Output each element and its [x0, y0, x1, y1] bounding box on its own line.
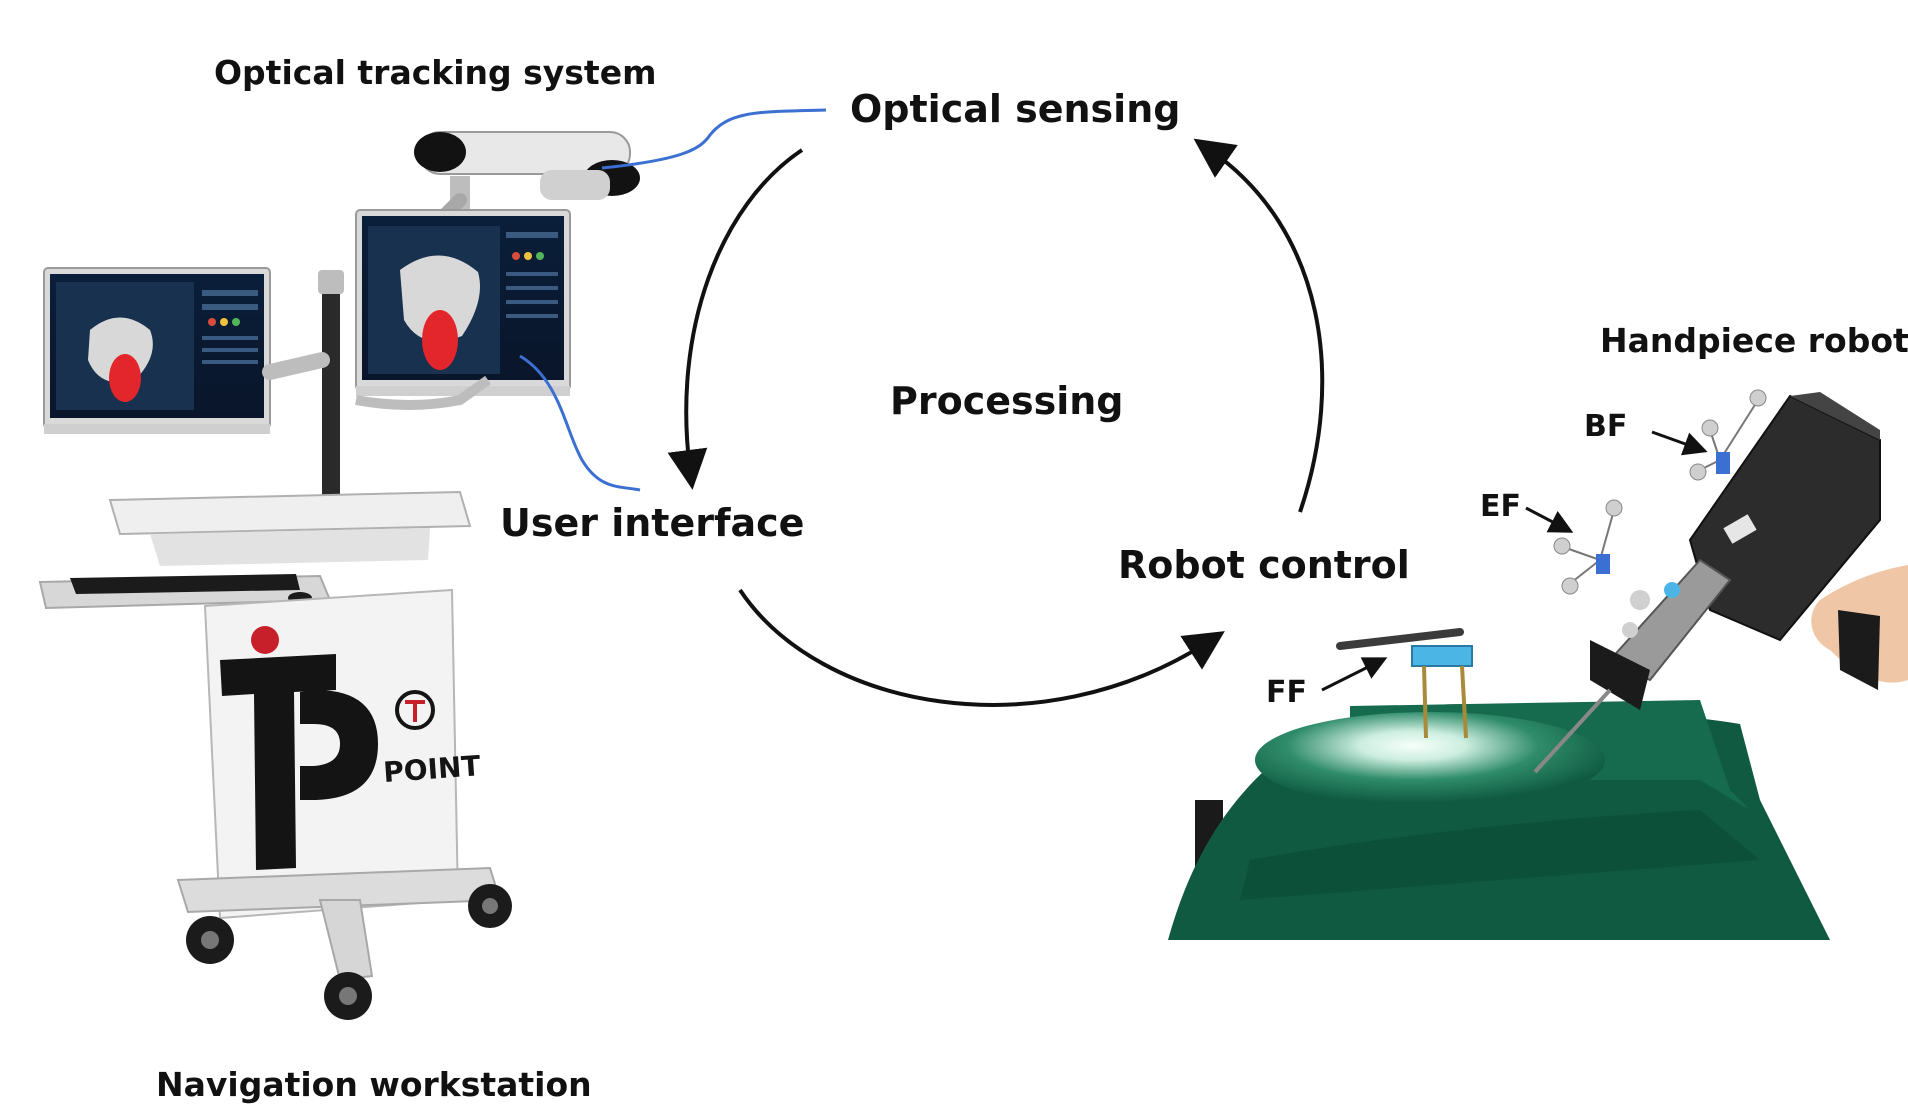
red-indicator	[251, 626, 279, 654]
camera-cable	[601, 108, 827, 170]
label-bf: BF	[1584, 409, 1627, 444]
bf-markers	[1689, 389, 1767, 481]
ff-pointer-arrow	[1321, 657, 1388, 692]
optical-tracking-camera	[414, 131, 640, 226]
surgical-scene-illustration	[1168, 389, 1908, 940]
ef-pointer-arrow	[1525, 506, 1574, 533]
cart-wheels	[186, 884, 512, 1020]
arrow-ui-to-robot	[738, 588, 1225, 707]
label-handpiece-robot: Handpiece robot	[1600, 321, 1908, 360]
arrow-sensing-to-ui	[667, 148, 804, 490]
label-user-interface: User interface	[500, 501, 804, 545]
ff-fixation-frame	[1336, 628, 1473, 739]
keyboard	[70, 574, 300, 594]
point-logo-icon	[395, 690, 435, 730]
left-monitor	[43, 267, 271, 434]
label-robot-control: Robot control	[1118, 543, 1410, 587]
arrow-robot-to-sensing	[1193, 138, 1325, 513]
label-navigation-workstation: Navigation workstation	[156, 1065, 592, 1104]
right-monitor	[355, 209, 571, 396]
processing-cycle	[667, 138, 1325, 707]
point-logo-text: POINT	[382, 749, 481, 789]
monitor-cable	[519, 354, 641, 492]
handpiece-robot	[1533, 389, 1908, 774]
robot-end-effector	[1590, 640, 1650, 710]
label-optical-sensing: Optical sensing	[850, 87, 1180, 131]
tp-logo-mark	[220, 654, 336, 870]
illuminated-field	[1255, 712, 1605, 808]
label-ff: FF	[1266, 675, 1307, 710]
bf-pointer-arrow	[1651, 430, 1708, 456]
monitor-pole	[322, 280, 340, 500]
label-ef: EF	[1480, 489, 1521, 524]
cart-body: POINT	[203, 588, 482, 920]
navigation-workstation-illustration: POINT	[38, 131, 640, 1020]
label-processing: Processing	[890, 379, 1124, 423]
desk	[108, 490, 472, 536]
ff-blue-marker	[1411, 645, 1473, 667]
robot-needle	[1533, 688, 1612, 774]
label-optical-tracking-system: Optical tracking system	[214, 53, 656, 92]
ef-markers	[1553, 499, 1623, 595]
